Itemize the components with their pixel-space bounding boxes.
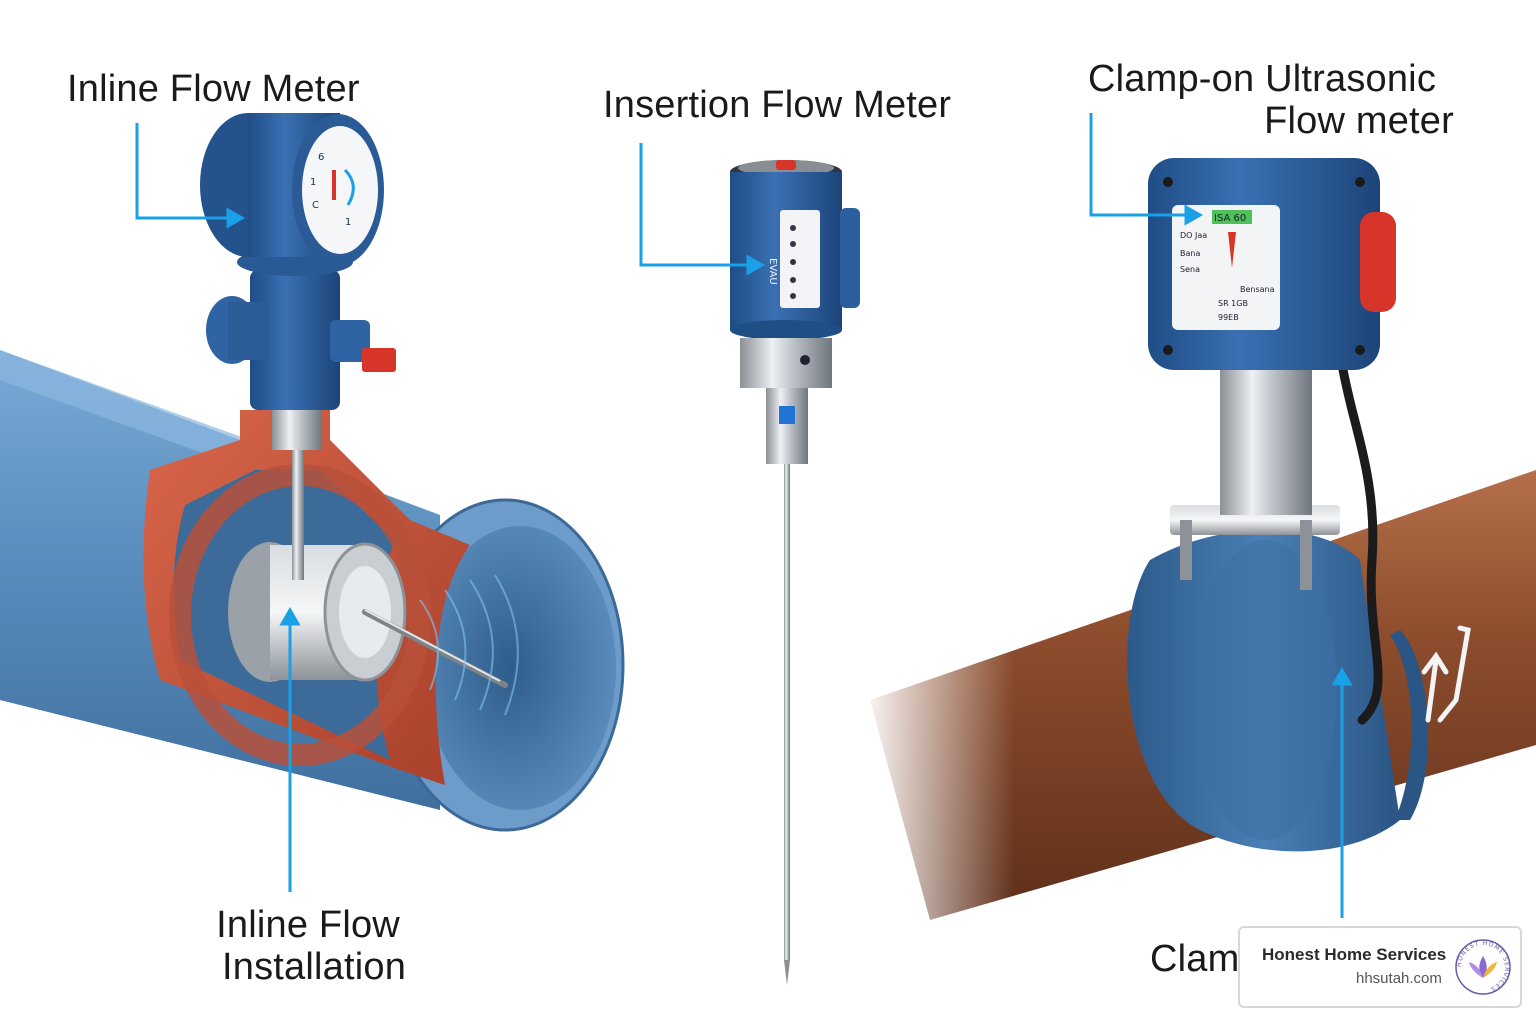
brand-url: hhsutah.com	[1356, 970, 1442, 987]
clamp-red-knob	[1360, 212, 1396, 312]
dial-digit: 1	[310, 177, 316, 188]
clamp-bottom-partial-label: Clam	[1150, 938, 1239, 980]
inline-flow-meter-label: Inline Flow Meter	[67, 68, 360, 110]
insertion-probe	[784, 464, 790, 960]
dial-digit: 1	[345, 217, 351, 228]
clamp-panel-row: SR 1GB	[1218, 299, 1248, 308]
insertion-panel-text: EVAU	[767, 258, 778, 285]
clamp-on-ultrasonic-label: Clamp-on Ultrasonic Flow meter	[1088, 58, 1454, 142]
insertion-panel	[780, 210, 820, 308]
clamp-on-flow-meter-illustration: ISA 60 DO Jaa Bana Sena Bensana SR 1GB 9…	[860, 158, 1536, 960]
clamp-panel-header: ISA 60	[1214, 213, 1246, 224]
lotus-logo-icon: HONEST HOME SERVICES	[1454, 938, 1512, 996]
insertion-side-knob	[840, 208, 860, 308]
insertion-flow-meter-illustration: EVAU	[730, 160, 860, 985]
insertion-blue-marker	[779, 406, 795, 424]
dial-digit: C	[312, 200, 319, 211]
insertion-flow-meter-label: Insertion Flow Meter	[603, 84, 951, 126]
insertion-steel-collar	[740, 338, 832, 388]
dial-digit: 6	[318, 152, 324, 163]
brand-name: Honest Home Services	[1262, 945, 1446, 965]
inline-installation-line2: Installation	[210, 946, 406, 988]
clamp-steel-column	[1220, 365, 1312, 515]
clamp-panel-row: 99EB	[1218, 313, 1239, 322]
clamp-panel-row: Sena	[1180, 265, 1200, 274]
brand-badge: Honest Home Services hhsutah.com HONEST …	[1238, 926, 1522, 1008]
clamp-panel-row: Bana	[1180, 249, 1200, 258]
clamp-panel-row: Bensana	[1240, 285, 1275, 294]
clamp-on-label-line2: Flow meter	[1088, 100, 1454, 142]
inline-flow-meter-illustration: 6 1 C 1	[0, 113, 623, 830]
clamp-panel-row: DO Jaa	[1180, 231, 1207, 240]
red-valve-handle	[362, 348, 396, 372]
clamp-on-label-line1: Clamp-on Ultrasonic	[1088, 58, 1436, 100]
inline-installation-line1: Inline Flow	[216, 904, 400, 946]
inline-installation-label: Inline Flow Installation	[210, 904, 406, 988]
